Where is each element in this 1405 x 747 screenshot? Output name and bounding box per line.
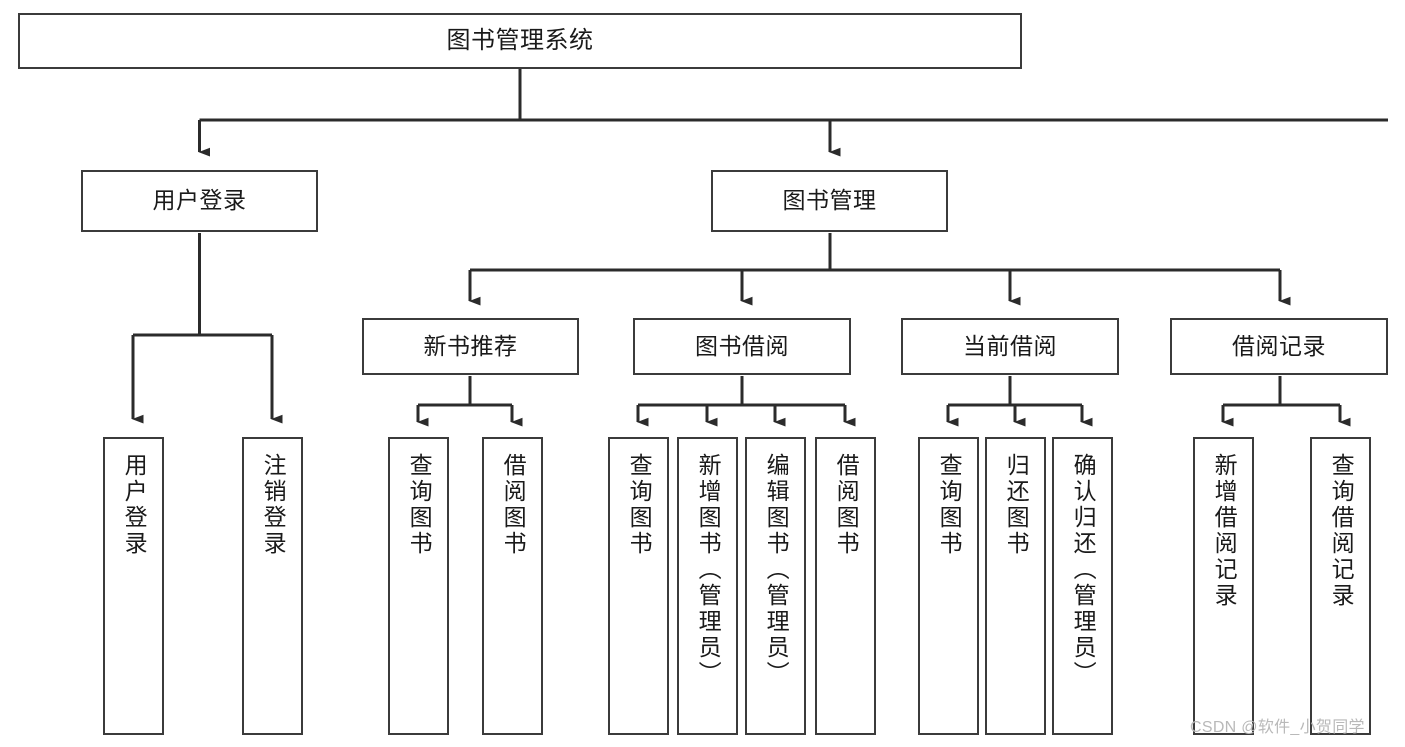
leaf-book-borrow-edit[interactable]: 编辑图书（管理员）	[745, 437, 806, 735]
node-label: 新增借阅记录	[1211, 453, 1238, 609]
node-label: 确认归还（管理员）	[1070, 453, 1097, 687]
leaf-book-borrow-borrow[interactable]: 借阅图书	[815, 437, 876, 735]
node-label: 编辑图书（管理员）	[763, 453, 790, 687]
leaf-user-login-logout[interactable]: 注销登录	[242, 437, 303, 735]
leaf-current-borrow-query[interactable]: 查询图书	[918, 437, 979, 735]
node-user-login[interactable]: 用户登录	[81, 170, 318, 232]
node-borrow-record[interactable]: 借阅记录	[1170, 318, 1388, 375]
node-label: 图书管理系统	[446, 26, 594, 54]
watermark-text: CSDN @软件_小贺同学	[1190, 719, 1365, 736]
leaf-book-borrow-add[interactable]: 新增图书（管理员）	[677, 437, 738, 735]
node-new-book-recommend[interactable]: 新书推荐	[362, 318, 579, 375]
node-label: 借阅图书	[833, 453, 860, 557]
node-label: 当前借阅	[963, 332, 1057, 359]
node-label: 图书借阅	[695, 332, 789, 359]
node-book-management[interactable]: 图书管理	[711, 170, 948, 232]
node-current-borrow[interactable]: 当前借阅	[901, 318, 1119, 375]
node-book-borrow[interactable]: 图书借阅	[633, 318, 851, 375]
node-label: 新书推荐	[423, 332, 518, 359]
leaf-borrow-record-add[interactable]: 新增借阅记录	[1193, 437, 1254, 735]
node-label: 借阅记录	[1232, 332, 1326, 359]
node-root-system[interactable]: 图书管理系统	[18, 13, 1022, 69]
node-label: 用户登录	[152, 187, 247, 214]
leaf-borrow-record-query[interactable]: 查询借阅记录	[1310, 437, 1371, 735]
node-label: 图书管理	[782, 187, 877, 214]
node-label: 新增图书（管理员）	[695, 453, 722, 687]
node-label: 借阅图书	[500, 453, 527, 557]
node-label: 查询图书	[936, 453, 963, 557]
node-label: 用户登录	[121, 453, 148, 557]
node-label: 归还图书	[1003, 453, 1030, 557]
node-label: 注销登录	[260, 453, 287, 557]
leaf-user-login-login[interactable]: 用户登录	[103, 437, 164, 735]
leaf-book-borrow-query[interactable]: 查询图书	[608, 437, 669, 735]
node-label: 查询图书	[626, 453, 653, 557]
leaf-new-book-query[interactable]: 查询图书	[388, 437, 449, 735]
node-label: 查询图书	[406, 453, 433, 557]
node-label: 查询借阅记录	[1328, 453, 1355, 609]
leaf-current-borrow-confirm[interactable]: 确认归还（管理员）	[1052, 437, 1113, 735]
leaf-current-borrow-return[interactable]: 归还图书	[985, 437, 1046, 735]
leaf-new-book-borrow[interactable]: 借阅图书	[482, 437, 543, 735]
